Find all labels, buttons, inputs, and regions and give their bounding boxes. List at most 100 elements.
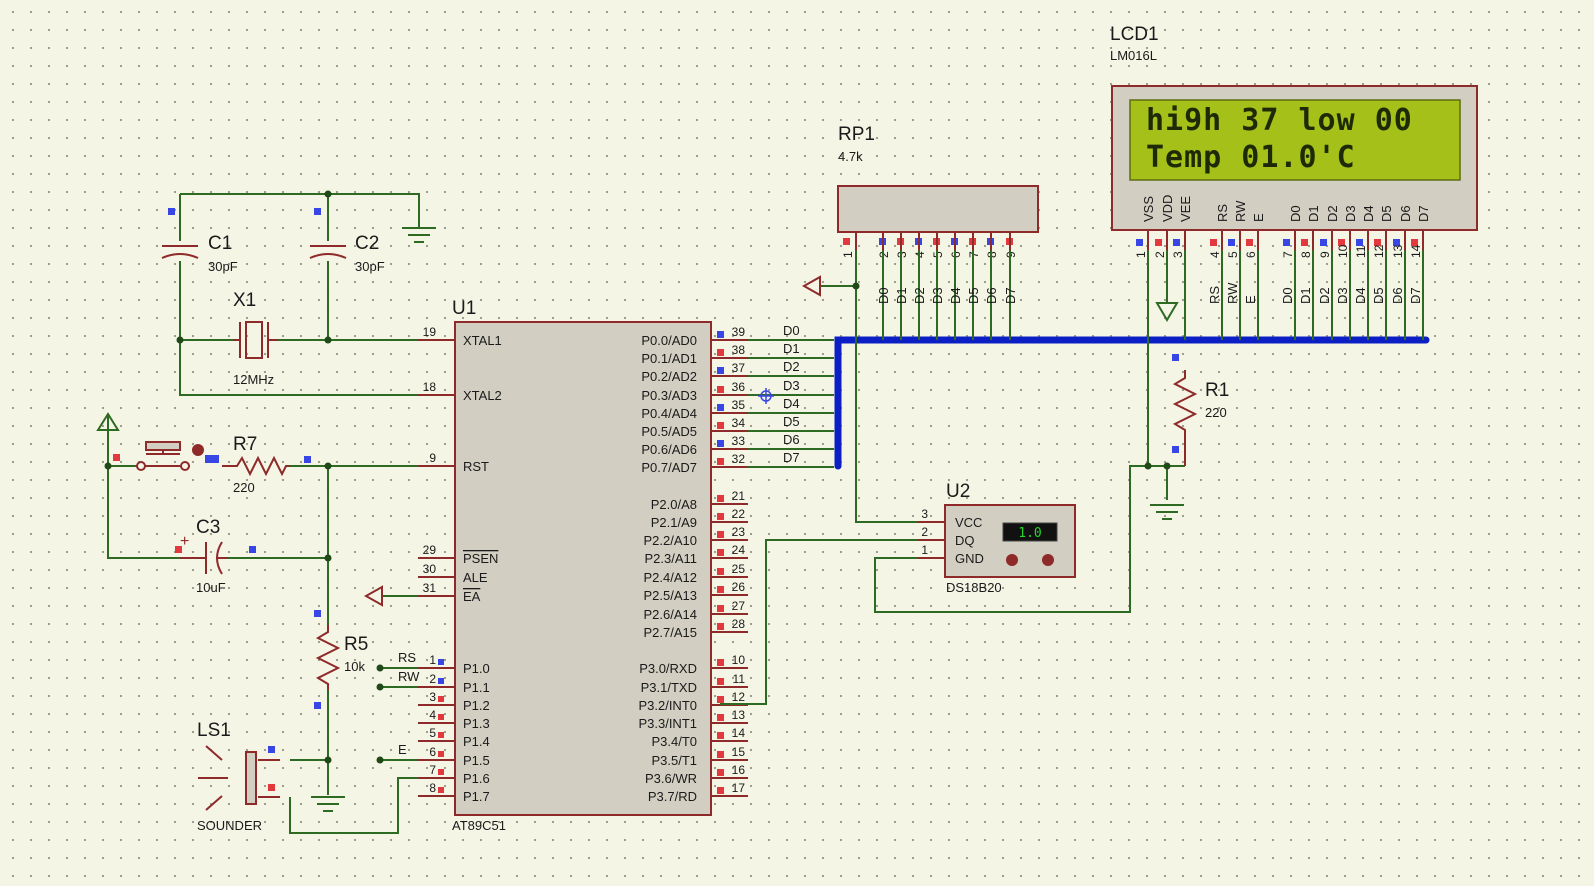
u1-pin-name: P0.6/AD6	[641, 442, 697, 457]
net-label: D2	[783, 359, 800, 374]
u1-pin-number: 37	[732, 361, 746, 375]
capacitor-c1[interactable]: C1 30pF	[161, 208, 238, 274]
capacitor-c2[interactable]: C2 30pF	[309, 208, 385, 274]
reset-button[interactable]	[113, 441, 219, 471]
u1-pin-number: 7	[429, 763, 436, 777]
u1-pin-number: 5	[429, 726, 436, 740]
pin-marker	[717, 568, 724, 575]
r1-ref: R1	[1205, 380, 1229, 401]
pin-marker	[717, 586, 724, 593]
u1-pin-number: 29	[423, 543, 437, 557]
resistor-r1[interactable]: R1 220	[1172, 354, 1229, 466]
pin-marker	[717, 787, 724, 794]
u1-pin-number: 23	[732, 525, 746, 539]
pin-marker	[438, 751, 444, 757]
lcd-pin-label: D4	[1361, 205, 1376, 222]
pin-marker	[1320, 239, 1327, 246]
u1-pin-name: P0.4/AD4	[641, 406, 697, 421]
u1-pin-name: P0.2/AD2	[641, 369, 697, 384]
pin-marker	[1173, 239, 1180, 246]
u1-pin-name: PSEN	[463, 551, 498, 566]
probe-cursor	[758, 388, 774, 404]
sounder-ls1[interactable]: LS1 SOUNDER	[197, 720, 280, 833]
u1-pin-name: P2.1/A9	[651, 515, 697, 530]
u1-pin-name: P1.2	[463, 698, 490, 713]
u1-pin-number: 10	[732, 653, 746, 667]
u2-pin-number: 1	[921, 543, 928, 557]
u1-pin-name: P2.3/A11	[644, 551, 697, 566]
net-label: RW	[1225, 282, 1240, 304]
mcu-u1[interactable]: U1 AT89C51 19XTAL118XTAL29RST29PSEN30ALE…	[418, 298, 748, 833]
net-label: E	[398, 742, 407, 757]
u2-reading: 1.0	[1018, 526, 1041, 541]
resistor-r5[interactable]: R5 10k	[314, 610, 368, 709]
net-label: D2	[1317, 287, 1332, 304]
net-label: E	[1243, 295, 1258, 304]
pin-marker	[717, 513, 724, 520]
lcd-pin-number: 11	[1354, 245, 1368, 258]
net-label: D3	[783, 378, 800, 393]
resistor-r7[interactable]: R7 220	[222, 434, 311, 495]
pin-marker	[1393, 239, 1400, 246]
pin-marker	[717, 623, 724, 630]
capacitor-c3[interactable]: + C3 10uF	[175, 517, 256, 595]
u1-pin-number: 33	[732, 434, 746, 448]
u1-pin-name: EA	[463, 589, 481, 604]
crystal-x1[interactable]: X1 12MHz	[233, 290, 278, 387]
u1-pin-name: ALE	[463, 570, 488, 585]
lcd-pin-label: RS	[1215, 204, 1230, 222]
increase-temp-button[interactable]	[1042, 554, 1054, 566]
u1-pin-name: P3.3/INT1	[638, 716, 697, 731]
ls1-value: SOUNDER	[197, 818, 262, 833]
c1-value: 30pF	[208, 259, 238, 274]
u1-pin-name: P2.2/A10	[644, 533, 698, 548]
r5-ref: R5	[344, 634, 368, 655]
ground-symbol-2	[311, 796, 345, 812]
net-label: RS	[398, 650, 416, 665]
u1-pin-name: P3.1/TXD	[641, 680, 697, 695]
pin-marker	[1210, 239, 1217, 246]
lcd-line-1: hi9h 37 low 00	[1146, 103, 1413, 138]
lcd-pin-label: RW	[1233, 200, 1248, 222]
u1-pin-number: 18	[423, 380, 437, 394]
u1-pin-name: RST	[463, 459, 489, 474]
net-label: D6	[783, 432, 800, 447]
u2-pin-number: 2	[921, 525, 928, 539]
pin-marker	[717, 422, 724, 429]
lcd-lcd1[interactable]: hi9h 37 low 00 Temp 01.0'C LCD1 LM016L V…	[1110, 24, 1478, 340]
u1-part: AT89C51	[452, 818, 506, 833]
c2-ref: C2	[355, 233, 379, 254]
u1-pin-number: 13	[732, 708, 746, 722]
rp1-common-wiring	[801, 250, 945, 523]
rp1-ref: RP1	[838, 124, 875, 145]
u2-pin-name: GND	[955, 551, 984, 566]
lcd-pin-number: 5	[1226, 251, 1240, 258]
u1-pin-name: P3.7/RD	[648, 789, 697, 804]
lcd-pin-number: 1	[1134, 251, 1148, 258]
pin-marker	[843, 238, 850, 245]
pin-marker	[438, 732, 444, 738]
reset-wiring	[104, 427, 455, 834]
lcd-pin-number: 10	[1336, 244, 1350, 258]
pin-marker	[717, 404, 724, 411]
u1-pin-number: 22	[732, 507, 746, 521]
u1-pin-name: XTAL2	[463, 388, 502, 403]
net-label: D1	[1298, 287, 1313, 304]
ls1-ref: LS1	[197, 720, 231, 741]
lcd-line-2: Temp 01.0'C	[1146, 140, 1356, 175]
net-label: D1	[894, 287, 909, 304]
lcd-pin-number: 3	[1171, 251, 1185, 258]
c3-ref: C3	[196, 517, 220, 538]
u1-ref: U1	[452, 298, 476, 319]
data-bus	[834, 336, 1430, 470]
x1-value: 12MHz	[233, 372, 274, 387]
ground-symbol	[402, 227, 436, 243]
u1-pin-number: 28	[732, 617, 746, 631]
net-label: D5	[1371, 287, 1386, 304]
decrease-temp-button[interactable]	[1006, 554, 1018, 566]
lcd-pin-label: D5	[1379, 205, 1394, 222]
